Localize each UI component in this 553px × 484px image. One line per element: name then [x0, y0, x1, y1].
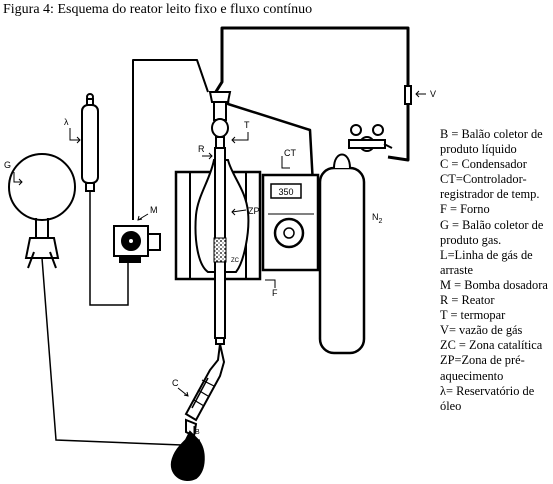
label-m: M [150, 205, 158, 215]
label-arrow-zp [231, 208, 247, 216]
legend-item: B = Balão coletor de produto líquido [440, 127, 543, 157]
legend-item: λ= Reservatório de óleo [440, 383, 535, 413]
oil-reservoir [81, 93, 99, 192]
nitrogen-cylinder [318, 153, 366, 355]
label-t: T [244, 120, 250, 130]
label-arrow-t [231, 132, 249, 144]
label-n2: N2 [372, 212, 383, 225]
gas-line-top [210, 26, 410, 162]
label-v: V [430, 89, 436, 99]
label-arrow-b [193, 426, 200, 441]
label-n2-main: N [372, 212, 379, 222]
legend-item: F = Forno [440, 202, 490, 217]
label-arrow-f [265, 279, 276, 288]
catalytic-zone [213, 237, 227, 263]
gas-collector-flask [8, 153, 76, 269]
pump-feed-line [132, 59, 209, 220]
condenser [184, 343, 226, 422]
label-lambda: λ [64, 117, 69, 127]
label-ct: CT [284, 148, 296, 158]
label-r: R [198, 144, 205, 154]
legend-item: V= vazão de gás [440, 323, 523, 338]
label-arrow-lambda [69, 128, 81, 144]
label-g: G [4, 160, 11, 170]
oil-feed-line [89, 190, 129, 306]
label-n2-sub: 2 [379, 218, 383, 225]
label-f: F [272, 288, 278, 298]
reactor [194, 147, 250, 345]
label-arrow-ct [281, 156, 290, 169]
label-b: B [195, 429, 200, 436]
legend-item: G = Balão coletor de produto gas. [440, 217, 544, 247]
label-arrow-v [415, 90, 426, 98]
controller-display-value: 350 [278, 187, 293, 197]
dosing-pump [113, 225, 161, 263]
legend-item: ZP=Zona de pré-aquecimento [440, 353, 525, 383]
legend-item: R = Reator [440, 293, 495, 308]
liquid-collector-flask [170, 418, 205, 481]
legend-item: C = Condensador [440, 157, 527, 172]
temperature-controller [261, 173, 320, 272]
pressure-regulator [348, 124, 393, 152]
legend-item: CT=Controlador-registrador de temp. [440, 172, 540, 202]
legend-item: T = termopar [440, 308, 506, 323]
label-arrow-m [137, 213, 149, 221]
label-c: C [172, 378, 179, 388]
legend-item: ZC = Zona catalítica [440, 338, 543, 353]
legend-item: M = Bomba dosadora [440, 277, 548, 292]
label-arrow-g [13, 172, 23, 186]
figure-caption: Figura 4: Esquema do reator leito fixo e… [3, 2, 313, 17]
gas-flow-valve [404, 85, 412, 105]
legend: B = Balão coletor de produto líquido C =… [440, 127, 548, 414]
label-zp: ZP [248, 206, 260, 216]
label-arrow-r [202, 152, 213, 160]
reactor-head [208, 91, 232, 150]
label-arrow-c [177, 387, 189, 397]
label-zc: ZC [231, 258, 240, 264]
legend-item: L=Linha de gás de arraste [440, 247, 533, 277]
gas-collector-line [41, 257, 183, 446]
